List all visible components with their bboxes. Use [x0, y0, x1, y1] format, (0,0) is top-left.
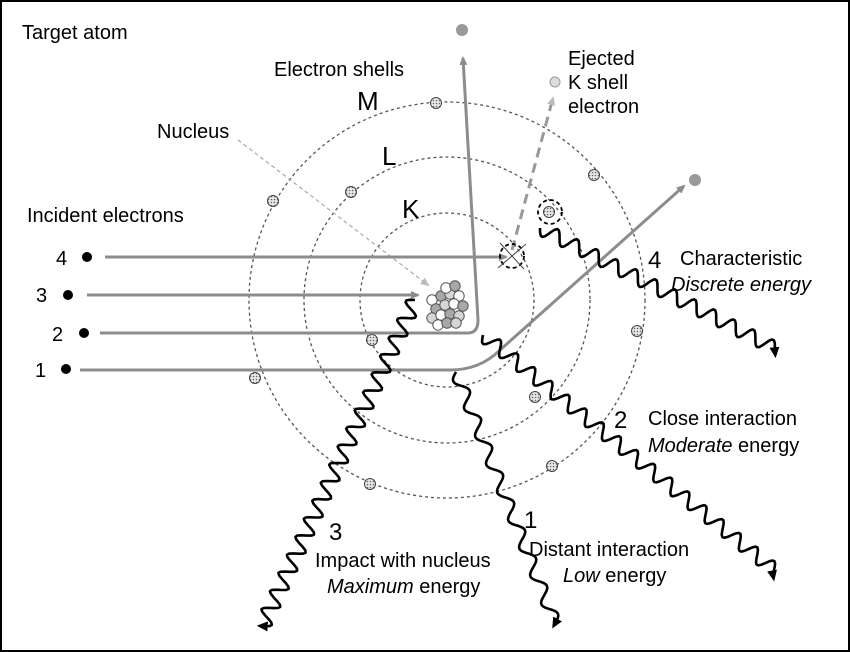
nucleon	[450, 317, 462, 329]
incident-number-2: 2	[52, 324, 63, 346]
incident-number-1: 1	[35, 360, 46, 382]
nucleus-impact-sublabel: Maximum energy	[327, 576, 480, 598]
incident-electron-3	[63, 290, 73, 300]
shell-k-orbit	[359, 212, 535, 388]
incident-electron-1	[61, 364, 71, 374]
orbital-electron	[249, 372, 261, 384]
k-shell-vacancy	[499, 243, 525, 269]
nucleon	[453, 290, 465, 302]
incident-electrons-label: Incident electrons	[27, 205, 184, 227]
page-title: Target atom	[22, 22, 128, 44]
nucleus-label: Nucleus	[157, 121, 229, 143]
photon-nucleus-impact	[256, 298, 418, 632]
characteristic-label: Characteristic	[680, 248, 802, 270]
close-interaction-sublabel: Moderate energy	[648, 435, 799, 457]
orbital-electrons	[249, 97, 643, 490]
ejected-electron	[549, 76, 561, 88]
nucleus-impact-label: Impact with nucleus	[315, 550, 491, 572]
distant-interaction-sublabel: Low energy	[563, 565, 666, 587]
incident-path-2	[100, 56, 480, 335]
nucleus	[426, 280, 469, 331]
shell-m-orbit	[248, 101, 646, 499]
orbital-electron	[364, 478, 376, 490]
distant-interaction-label: Distant interaction	[529, 539, 689, 561]
nucleus-pointer	[237, 139, 430, 287]
orbital-electron	[529, 391, 541, 403]
orbital-electron	[345, 186, 357, 198]
orbital-electron	[366, 334, 378, 346]
interaction-number-4: 4	[648, 247, 661, 274]
orbital-electron	[546, 460, 558, 472]
photon-waves	[256, 227, 780, 632]
shell-m-label: M	[357, 86, 379, 116]
incident-electron-4	[82, 252, 92, 262]
orbital-electron	[543, 206, 555, 218]
shell-k-label: K	[402, 194, 420, 224]
l-shell-electron-transition	[537, 199, 563, 225]
scattered-electron-1	[689, 174, 701, 186]
photon-close-interaction	[480, 334, 777, 582]
shell-l-orbit	[303, 156, 591, 444]
ejected-label-line1: Ejected	[568, 48, 635, 70]
ejected-label-line3: electron	[568, 96, 639, 118]
characteristic-sublabel: Discrete energy	[671, 274, 812, 296]
photon-characteristic	[538, 227, 780, 359]
ejected-label-line2: K shell	[568, 72, 628, 94]
incident-number-4: 4	[56, 248, 67, 270]
orbital-electron	[588, 169, 600, 181]
interaction-number-3: 3	[329, 519, 342, 546]
electron-shells-label: Electron shells	[274, 59, 404, 81]
orbital-electron	[430, 97, 442, 109]
collision-mark	[497, 243, 527, 269]
photon-distant-interaction	[451, 371, 562, 629]
scattered-electron-2	[456, 24, 468, 36]
interaction-number-1: 1	[524, 507, 537, 534]
orbital-electron	[631, 325, 643, 337]
close-interaction-label: Close interaction	[648, 408, 797, 430]
interaction-number-2: 2	[614, 407, 627, 434]
ejected-electron-path	[510, 96, 556, 251]
incident-electron-2	[79, 328, 89, 338]
shell-l-label: L	[382, 141, 396, 171]
nucleon	[457, 300, 469, 312]
incident-number-3: 3	[36, 285, 47, 307]
orbital-electron	[267, 195, 279, 207]
nucleon	[449, 280, 461, 292]
